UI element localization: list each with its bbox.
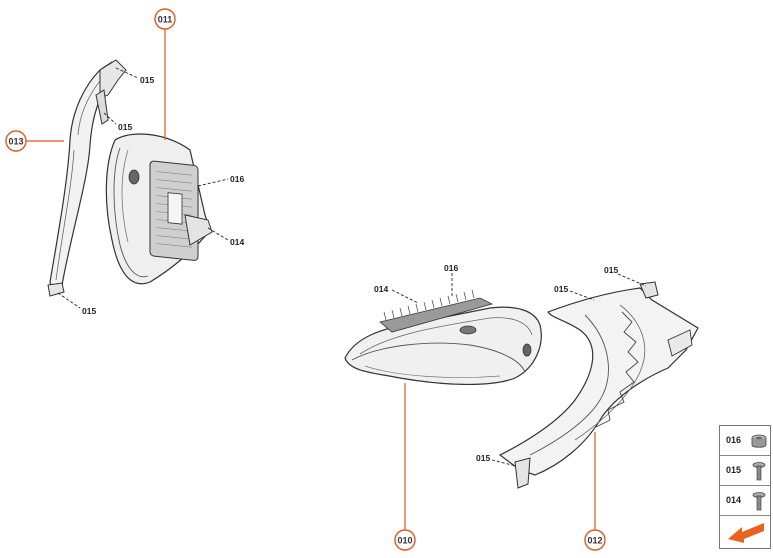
callout-010[interactable]: 010 [394,529,416,551]
callout-013-text: 013 [8,137,23,147]
side-trim-strip [47,59,127,297]
part-label-015[interactable]: 015 [604,265,618,275]
callout-011[interactable]: 011 [154,8,176,30]
part-label-015[interactable]: 015 [476,453,490,463]
arrow-left-icon [728,523,764,543]
label-leaders [57,67,647,467]
callout-013[interactable]: 013 [5,130,27,152]
callout-012[interactable]: 012 [584,529,606,551]
callout-011-text: 011 [158,15,173,25]
part-label-015[interactable]: 015 [118,122,132,132]
callout-leaders [25,29,596,530]
legend-code: 015 [726,465,742,475]
part-label-014[interactable]: 014 [230,237,244,247]
part-label-016[interactable]: 016 [230,174,244,184]
side-fairing [498,281,699,489]
tank-cover [344,289,542,386]
legend-code: 016 [726,435,742,445]
nut-icon [751,434,767,448]
legend-row-015[interactable]: 015 [720,456,770,486]
back-nav-button[interactable] [720,516,770,546]
part-label-015[interactable]: 015 [554,284,568,294]
fastener-legend: 016 015 014 [719,425,771,549]
part-label-015[interactable]: 015 [140,75,154,85]
legend-row-014[interactable]: 014 [720,486,770,516]
tank-side-panel [105,133,213,285]
callout-012-text: 012 [587,536,602,546]
part-label-016[interactable]: 016 [444,263,458,273]
callout-010-text: 010 [397,536,412,546]
part-label-015[interactable]: 015 [82,306,96,316]
legend-code: 014 [726,495,742,505]
screw-icon [752,492,766,511]
screw-icon [752,462,766,481]
part-label-014[interactable]: 014 [374,284,388,294]
legend-row-016[interactable]: 016 [720,426,770,456]
